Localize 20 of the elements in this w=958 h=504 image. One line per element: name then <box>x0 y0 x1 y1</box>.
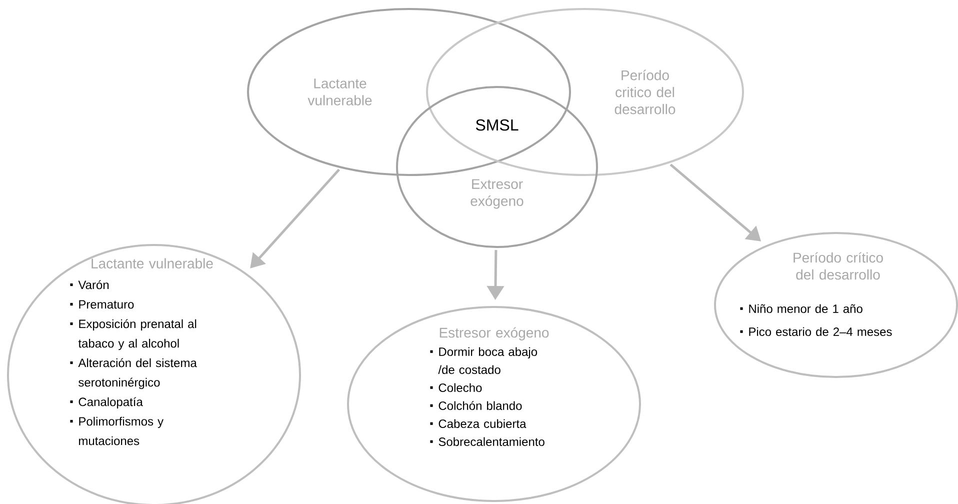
list-item: Alteración del sistema serotoninérgico <box>70 358 197 390</box>
topic-heading: Período crítico del desarrollo <box>794 252 883 280</box>
list-item: Sobrecalentamiento <box>430 437 544 446</box>
list-item: Dormir boca abajo /de costado <box>430 347 538 374</box>
list-item: Pico estario de 2–4 meses <box>740 327 892 336</box>
list-item: Colecho <box>430 383 482 392</box>
list-item: Exposición prenatal al tabaco y al alcohol <box>70 319 196 350</box>
list-item: Prematuro <box>70 300 134 309</box>
list-item: Canalopatía <box>70 397 143 409</box>
topic-heading: Estresor exógeno <box>440 327 549 340</box>
ellipse-label: Extresor exógeno <box>470 179 524 209</box>
list-item: Varón <box>70 280 109 290</box>
ellipse-label: Lactante vulnerable <box>308 78 372 106</box>
ellipse-label: Período critico del desarrollo <box>614 70 676 114</box>
list-item: Polimorfismos y mutaciones <box>70 416 164 446</box>
list-item: Niño menor de 1 año <box>740 304 862 313</box>
venn-center-label: SMSL <box>476 119 518 131</box>
list-item: Cabeza cubierta <box>430 419 526 428</box>
topic-heading: Lactante vulnerable <box>92 258 213 268</box>
list-item: Colchón blando <box>430 401 522 410</box>
